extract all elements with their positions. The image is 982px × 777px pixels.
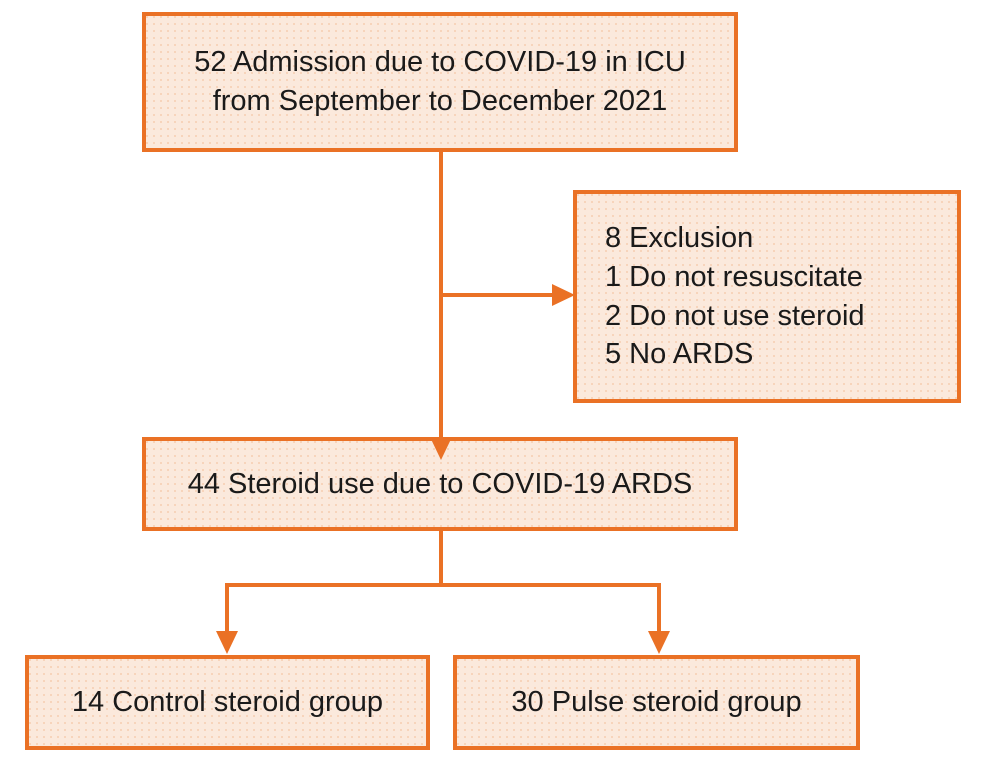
connector-fork-bar bbox=[225, 583, 661, 587]
node-admission: 52 Admission due to COVID-19 in ICU from… bbox=[142, 12, 738, 152]
connector-fork-right-leg bbox=[657, 583, 661, 631]
node-admission-label: 52 Admission due to COVID-19 in ICU from… bbox=[194, 46, 686, 117]
arrowhead-to-pulse-group-icon bbox=[648, 631, 670, 654]
arrowhead-to-exclusion-icon bbox=[552, 284, 575, 306]
node-control-steroid-group-label: 14 Control steroid group bbox=[71, 686, 384, 719]
arrowhead-to-control-group-icon bbox=[216, 631, 238, 654]
node-pulse-steroid-group: 30 Pulse steroid group bbox=[453, 655, 860, 750]
node-steroid-use-label: 44 Steroid use due to COVID-19 ARDS bbox=[187, 467, 693, 500]
node-control-steroid-group: 14 Control steroid group bbox=[25, 655, 430, 750]
arrowhead-to-steroid-use-icon bbox=[430, 437, 452, 460]
connector-steroid-use-trunk bbox=[439, 531, 443, 587]
node-pulse-steroid-group-label: 30 Pulse steroid group bbox=[511, 686, 802, 719]
connector-fork-left-leg bbox=[225, 583, 229, 631]
node-exclusion: 8 Exclusion 1 Do not resuscitate 2 Do no… bbox=[573, 190, 961, 403]
node-exclusion-label: 8 Exclusion 1 Do not resuscitate 2 Do no… bbox=[605, 222, 865, 371]
connector-admission-to-exclusion bbox=[439, 293, 557, 297]
